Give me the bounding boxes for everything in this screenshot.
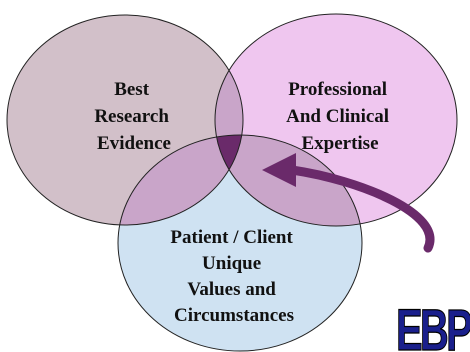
ebp-logo: EBP xyxy=(396,298,470,352)
research-line-3: Evidence xyxy=(97,133,171,154)
clinical-line-1: Professional xyxy=(288,79,387,100)
research-evidence-label: Best Research Evidence xyxy=(94,79,173,154)
patient-line-3: Values and xyxy=(187,279,276,300)
curved-arrow xyxy=(287,165,435,253)
patient-circle-outline xyxy=(117,134,363,352)
patient-values-label: Patient / Client Unique Values and Circu… xyxy=(170,227,297,326)
research-circle-outline xyxy=(6,14,244,226)
clinical-circle-outline xyxy=(214,13,458,227)
clinical-patient-overlap xyxy=(215,135,362,226)
clinical-expertise-label: Professional And Clinical Expertise xyxy=(286,79,394,154)
patient-line-1: Patient / Client xyxy=(170,227,293,248)
research-line-1: Best xyxy=(114,79,150,100)
arrow-head-icon xyxy=(262,153,296,187)
patient-line-4: Circumstances xyxy=(174,305,294,326)
patient-line-2: Unique xyxy=(202,253,261,274)
research-line-2: Research xyxy=(94,106,169,127)
clinical-line-2: And Clinical xyxy=(286,106,389,127)
clinical-line-3: Expertise xyxy=(301,133,378,154)
research-patient-overlap xyxy=(118,135,243,225)
